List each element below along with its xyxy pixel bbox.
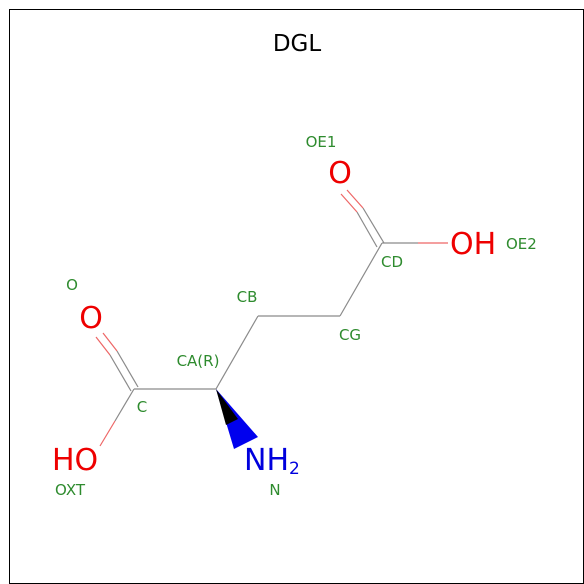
bond-c-o-a — [116, 350, 139, 388]
atom-n-symbol: NH2 — [244, 443, 300, 479]
bond-c-oxt-red — [99, 420, 116, 447]
bond-layer — [95, 189, 448, 449]
atom-o-symbol: O — [79, 301, 103, 336]
label-cb: CB — [237, 288, 258, 306]
bond-cd-oe1-a — [362, 207, 385, 244]
label-oe2: OE2 — [506, 235, 537, 253]
label-oxt: OXT — [55, 481, 86, 499]
bond-c-o-a-red — [102, 332, 118, 352]
label-c: C — [137, 398, 147, 416]
bond-cd-cg — [339, 242, 383, 317]
frame-border — [9, 9, 584, 584]
label-cg: CG — [339, 326, 361, 344]
atom-symbol-layer: O OH O HO NH2 — [52, 156, 496, 479]
bond-c-o-b — [109, 354, 132, 392]
atom-oe2-symbol: OH — [450, 227, 496, 262]
label-cd: CD — [381, 253, 403, 271]
bond-cb-ca — [215, 315, 259, 390]
stereo-wedge-tip — [216, 389, 238, 425]
bond-cd-oe1-b — [356, 211, 378, 248]
label-o: O — [66, 276, 78, 294]
bond-c-oxt — [114, 388, 135, 422]
bond-cd-oe1-a-red — [346, 189, 364, 209]
bond-c-o-b-red — [95, 336, 111, 356]
molecule-title: DGL — [273, 31, 322, 57]
label-oe1: OE1 — [306, 133, 337, 151]
label-n: N — [269, 481, 280, 499]
bond-cd-oe1-b-red — [340, 193, 358, 213]
atom-n-subscript: 2 — [289, 459, 300, 479]
atom-oxt-symbol: HO — [52, 443, 98, 478]
atom-n-main: NH — [244, 443, 289, 478]
atom-name-layer: OE1 OE2 CD CB CG CA(R) C O OXT N — [55, 133, 537, 499]
label-ca: CA(R) — [177, 352, 220, 370]
atom-oe1-symbol: O — [328, 156, 352, 191]
